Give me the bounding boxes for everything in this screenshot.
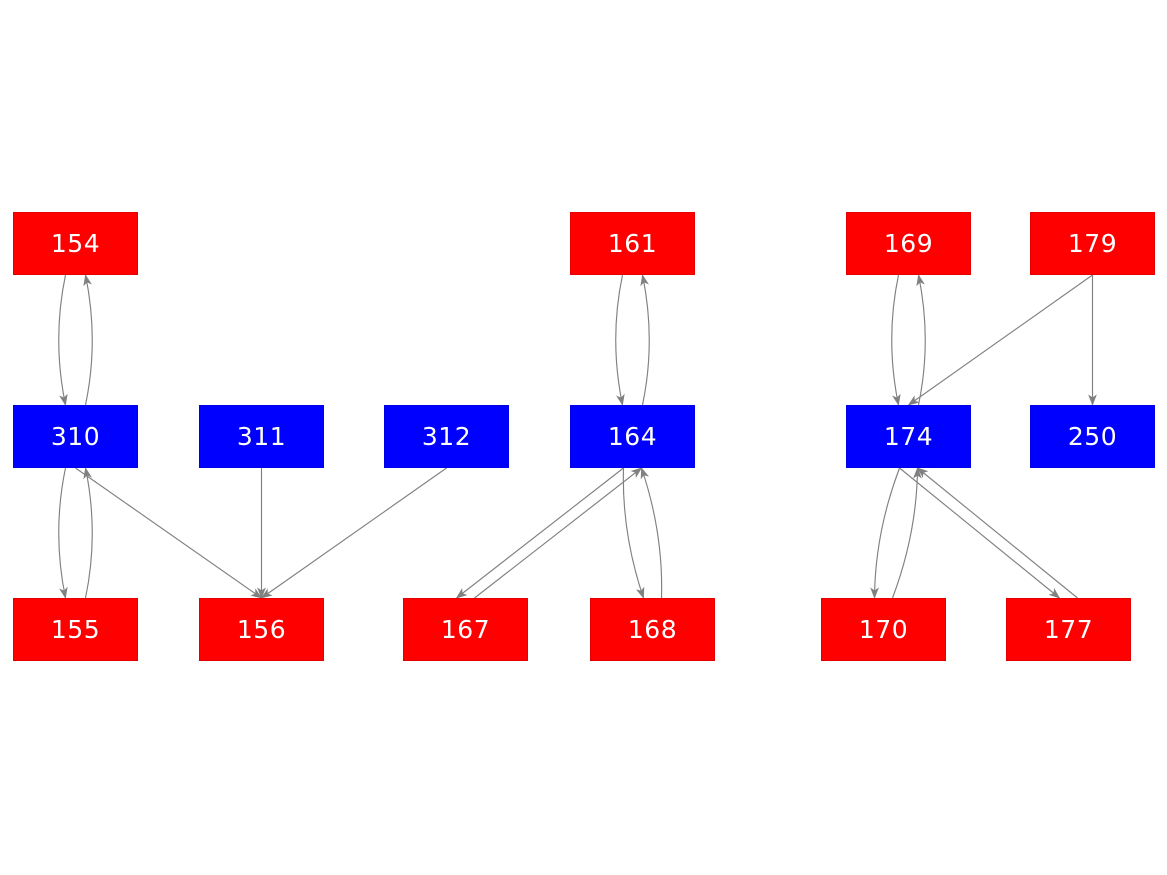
graph-node-155[interactable]: 155 — [13, 598, 138, 661]
graph-node-174[interactable]: 174 — [846, 405, 971, 468]
graph-edge-174-to-169 — [916, 274, 926, 406]
graph-edge-168-to-164 — [640, 467, 663, 599]
graph-edge-310-to-156 — [75, 467, 263, 599]
graph-node-label: 161 — [607, 229, 658, 258]
graph-node-label: 311 — [236, 422, 287, 451]
graph-node-168[interactable]: 168 — [590, 598, 715, 661]
graph-node-177[interactable]: 177 — [1006, 598, 1131, 661]
graph-node-169[interactable]: 169 — [846, 212, 971, 275]
graph-node-311[interactable]: 311 — [199, 405, 324, 468]
graph-node-161[interactable]: 161 — [570, 212, 695, 275]
graph-edge-161-to-164 — [615, 274, 625, 406]
graph-node-label: 170 — [858, 615, 909, 644]
graph-node-label: 156 — [236, 615, 287, 644]
graph-edge-174-to-177 — [899, 467, 1061, 599]
graph-node-label: 179 — [1067, 229, 1118, 258]
graph-node-154[interactable]: 154 — [13, 212, 138, 275]
graph-edge-174-to-170 — [870, 467, 901, 599]
graph-edge-310-to-155 — [58, 467, 68, 599]
graph-node-label: 312 — [421, 422, 472, 451]
graph-edge-164-to-161 — [640, 274, 650, 406]
graph-node-179[interactable]: 179 — [1030, 212, 1155, 275]
graph-node-label: 169 — [883, 229, 934, 258]
graph-node-label: 155 — [50, 615, 101, 644]
graph-node-label: 168 — [627, 615, 678, 644]
graph-node-250[interactable]: 250 — [1030, 405, 1155, 468]
graph-node-164[interactable]: 164 — [570, 405, 695, 468]
graph-edge-312-to-156 — [260, 467, 447, 599]
graph-node-label: 154 — [50, 229, 101, 258]
graph-edge-164-to-167 — [455, 467, 624, 599]
graph-edge-310-to-154 — [83, 274, 93, 406]
graph-edge-155-to-310 — [83, 467, 93, 599]
graph-node-label: 164 — [607, 422, 658, 451]
graph-edge-177-to-174 — [916, 467, 1078, 599]
graph-node-312[interactable]: 312 — [384, 405, 509, 468]
graph-edge-167-to-164 — [474, 467, 643, 599]
graph-edge-164-to-168 — [622, 467, 645, 599]
graph-node-label: 167 — [440, 615, 491, 644]
graph-edge-154-to-310 — [58, 274, 68, 406]
graph-node-310[interactable]: 310 — [13, 405, 138, 468]
graph-edge-179-to-174 — [907, 274, 1093, 406]
graph-node-156[interactable]: 156 — [199, 598, 324, 661]
graph-node-label: 177 — [1043, 615, 1094, 644]
graph-node-label: 310 — [50, 422, 101, 451]
graph-node-167[interactable]: 167 — [403, 598, 528, 661]
graph-node-170[interactable]: 170 — [821, 598, 946, 661]
graph-edge-169-to-174 — [891, 274, 901, 406]
graph-node-label: 174 — [883, 422, 934, 451]
graph-node-label: 250 — [1067, 422, 1118, 451]
